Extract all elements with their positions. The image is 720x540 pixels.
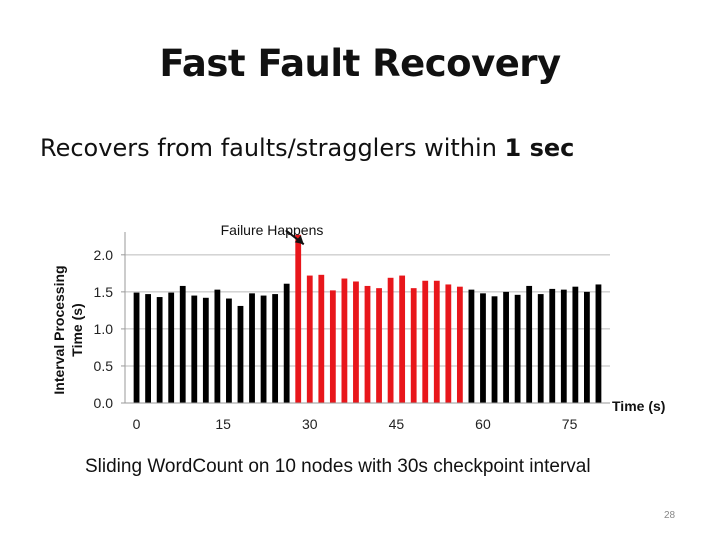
bar bbox=[445, 284, 452, 403]
bar bbox=[295, 234, 302, 403]
bar bbox=[456, 286, 463, 403]
bar bbox=[283, 283, 290, 403]
y-tick-label: 0.0 bbox=[94, 395, 114, 411]
bar bbox=[433, 280, 440, 403]
bar bbox=[410, 288, 417, 403]
slide-subtitle: Recovers from faults/stragglers within 1… bbox=[40, 134, 574, 162]
bar bbox=[584, 291, 590, 403]
x-tick-label: 15 bbox=[215, 416, 231, 432]
bar bbox=[387, 277, 394, 403]
x-tick-label: 75 bbox=[562, 416, 578, 432]
chart-axes bbox=[121, 232, 610, 404]
bar bbox=[537, 294, 544, 403]
y-tick-label: 0.5 bbox=[94, 358, 114, 374]
x-tick-label: 0 bbox=[133, 416, 141, 432]
bar bbox=[168, 292, 175, 403]
bar bbox=[595, 284, 602, 403]
failure-arrow bbox=[285, 229, 305, 246]
bar bbox=[329, 290, 336, 403]
bar bbox=[133, 292, 140, 403]
chart-caption: Sliding WordCount on 10 nodes with 30s c… bbox=[85, 456, 591, 477]
bar bbox=[145, 294, 151, 403]
processing-time-chart: 0.0 0.5 1.0 1.5 2.0 0 15 30 45 60 75 Interval Pro… bbox=[51, 222, 665, 432]
x-tick-label: 45 bbox=[389, 416, 405, 432]
bar bbox=[260, 295, 267, 403]
arrow-head bbox=[294, 235, 304, 245]
slide-title: Fast Fault Recovery bbox=[159, 42, 561, 85]
bar bbox=[526, 285, 533, 403]
bar bbox=[353, 281, 359, 403]
bar bbox=[341, 278, 348, 403]
bar bbox=[514, 294, 521, 403]
chart-bars bbox=[133, 234, 602, 403]
bar bbox=[272, 294, 279, 403]
page-number: 28 bbox=[664, 510, 676, 521]
y-tick-labels: 0.0 0.5 1.0 1.5 2.0 bbox=[94, 247, 114, 411]
bar bbox=[226, 298, 232, 403]
bar bbox=[491, 296, 498, 403]
y-axis-label-line2: Time (s) bbox=[69, 303, 85, 356]
bar bbox=[191, 295, 198, 403]
bar bbox=[549, 288, 556, 403]
bar bbox=[560, 289, 567, 403]
bar bbox=[306, 275, 313, 403]
y-tick-label: 2.0 bbox=[94, 247, 114, 263]
bar bbox=[202, 297, 209, 403]
x-tick-label: 60 bbox=[475, 416, 491, 432]
subtitle-bold: 1 sec bbox=[504, 134, 575, 162]
bar bbox=[237, 305, 244, 403]
y-tick-label: 1.5 bbox=[94, 284, 114, 300]
bar bbox=[249, 293, 255, 403]
x-tick-labels: 0 15 30 45 60 75 bbox=[133, 416, 578, 432]
bar bbox=[503, 291, 509, 403]
bar bbox=[364, 285, 371, 403]
bar bbox=[480, 293, 486, 403]
y-axis-label-line1: Interval Processing bbox=[51, 265, 67, 394]
x-axis-label: Time (s) bbox=[612, 398, 665, 414]
failure-annotation: Failure Happens bbox=[221, 222, 324, 238]
bar bbox=[318, 274, 325, 403]
bar bbox=[572, 286, 579, 403]
y-tick-label: 1.0 bbox=[94, 321, 114, 337]
bar bbox=[399, 275, 406, 403]
subtitle-text: Recovers from faults/stragglers within bbox=[40, 134, 505, 162]
bar bbox=[214, 289, 221, 403]
bar bbox=[179, 285, 186, 403]
x-tick-label: 30 bbox=[302, 416, 318, 432]
bar bbox=[422, 280, 429, 403]
bar bbox=[468, 289, 475, 403]
bar bbox=[376, 288, 382, 403]
bar bbox=[156, 297, 163, 403]
